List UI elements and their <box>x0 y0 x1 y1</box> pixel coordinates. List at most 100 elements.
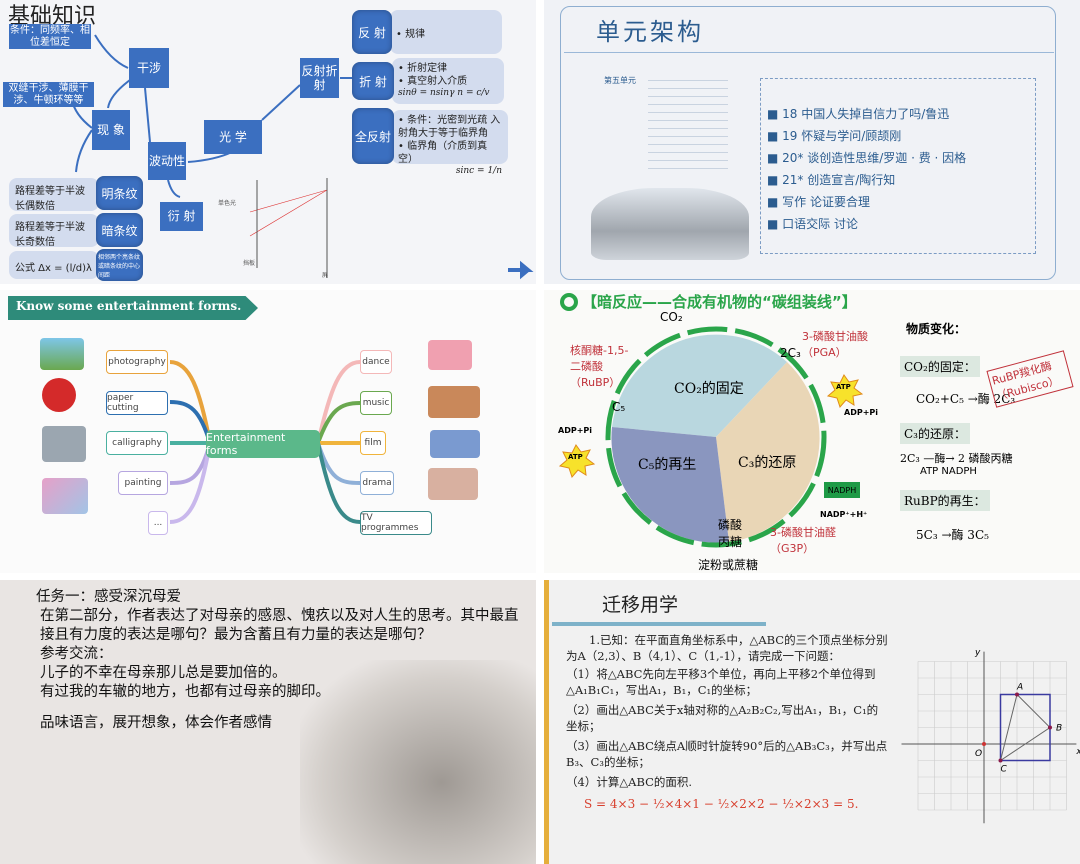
rubisco-note: RuBP羧化酶（Rubisco） <box>986 350 1074 408</box>
slide-transfer-learning: 迁移用学 1.已知：在平面直角坐标系中，△ABC的三个顶点坐标分别为A（2,3）… <box>544 580 1080 864</box>
total-formula: sinc = 1/n <box>455 166 502 176</box>
node-tv[interactable]: TV programmes <box>360 511 432 535</box>
painting-image <box>42 478 88 514</box>
fixation-sector <box>612 334 787 437</box>
calvin-cycle <box>558 326 864 548</box>
total-item: 临界角（介质到真空） <box>398 141 488 165</box>
lesson-label: 写作 论证要合理 <box>782 195 870 209</box>
diagram-light-label: 单色光 <box>218 200 237 207</box>
problem-intro: 1.已知：在平面直角坐标系中，△ABC的三个顶点坐标分别为A（2,3）、B（4,… <box>566 633 888 663</box>
question-2: （2）画出△ABC关于x轴对称的△A₂B₂C₂,写出A₁，B₁，C₁的坐标； <box>566 703 879 733</box>
node-calligraphy[interactable]: calligraphy <box>106 431 168 455</box>
adp-left: ADP+Pi <box>558 426 593 435</box>
quote-1: 儿子的不幸在母亲那儿总是要加倍的。 <box>40 665 287 681</box>
slide-title: 单元架构 <box>596 18 704 46</box>
reference-label: 参考交流： <box>40 646 113 662</box>
lesson-label: 18 中国人失掉自信力了吗/鲁迅 <box>782 107 950 121</box>
lesson-label: 口语交际 讨论 <box>782 217 858 231</box>
question-1: （1）将△ABC先向左平移3个单位，再向上平移2个单位得到△A₁B₁C₁，写出A… <box>566 667 876 697</box>
paper-cutting-image <box>42 378 76 412</box>
adp-right: ADP+Pi <box>844 408 879 417</box>
reduction-sector <box>716 362 820 542</box>
formula-desc: 公式 Δx = (l/d)λ <box>9 251 99 279</box>
atp-burst-left <box>558 444 596 478</box>
co2-input: CO₂ <box>660 310 683 324</box>
frame <box>560 6 1056 280</box>
ink-painting <box>300 660 536 864</box>
point-label-b: B <box>1056 724 1062 734</box>
coordinate-graph: xyOABC <box>901 648 1080 824</box>
reflection-label: 反 射 <box>352 10 392 54</box>
photography-image <box>40 338 84 370</box>
node-film[interactable]: film <box>360 431 386 455</box>
fixation-heading: CO₂的固定： <box>900 356 980 377</box>
point-label-a: A <box>1016 683 1023 693</box>
node-painting[interactable]: painting <box>118 471 168 495</box>
lesson-label: 21* 创造宣言/陶行知 <box>782 173 896 187</box>
side-title: 物质变化： <box>906 322 967 336</box>
refraction-panel: • 折射定律 • 真空射入介质 sinθ = nsinγ n = c/v <box>392 58 504 104</box>
fixation-label: CO₂的固定 <box>674 381 744 397</box>
lesson-item[interactable]: ■ 写作 论证要合理 <box>767 195 870 209</box>
node-music[interactable]: music <box>360 391 392 415</box>
reduction-equation: 2C₃ —酶→ 2 磷酸丙糖 <box>900 452 1013 465</box>
total-reflection-panel: • 条件：光密到光疏 入射角大于等于临界角 • 临界角（介质到真空） sinc … <box>392 110 508 176</box>
fixation-equation: CO₂+C₅ →酶 2C₃ <box>916 392 1016 406</box>
g3p-label: 3-磷酸甘油醛（G3P） <box>770 526 836 555</box>
diagram-screen-label: 屏 <box>322 272 329 279</box>
node-more[interactable]: ... <box>148 511 168 535</box>
starch-label: 淀粉或蔗糖 <box>698 558 759 572</box>
triose-label: 磷酸丙糖 <box>718 518 743 549</box>
lesson-item[interactable]: ■ 口语交际 讨论 <box>767 217 858 231</box>
lesson-item[interactable]: ■ 20* 谈创造性思维/罗迦 · 费 · 因格 <box>767 151 967 165</box>
lesson-label: 20* 谈创造性思维/罗迦 · 费 · 因格 <box>782 151 967 165</box>
regeneration-heading: RuBP的再生： <box>900 490 990 511</box>
condition-box: 条件：同频率、相位差恒定 <box>9 24 91 49</box>
title-divider <box>564 52 1054 53</box>
total-item: 条件：光密到光疏 入射角大于等于临界角 <box>398 115 501 139</box>
refraction-item: 真空射入介质 <box>407 76 468 87</box>
node-drama[interactable]: drama <box>360 471 394 495</box>
title-banner <box>8 296 258 320</box>
atp-right: ATP <box>836 383 851 391</box>
reflect-refract-box: 反射折射 <box>300 58 339 98</box>
x-axis-label: x <box>1075 747 1080 757</box>
nadp-label: NADP⁺+H⁺ <box>820 510 868 519</box>
connector-arrows <box>71 34 534 280</box>
problem-text: 1.已知：在平面直角坐标系中，△ABC的三个顶点坐标分别为A（2,3）、B（4,… <box>566 632 888 812</box>
left-accent-bar <box>544 580 549 864</box>
lesson-item[interactable]: ■ 18 中国人失掉自信力了吗/鲁迅 <box>767 107 950 121</box>
slide-title: 迁移用学 <box>602 594 679 616</box>
node-dance[interactable]: dance <box>360 350 392 374</box>
center-node[interactable]: Entertainment forms <box>206 430 320 458</box>
slide-optics: 基础知识 条件：同频率、相位差恒定 干涉 双缝干涉、薄膜干涉、牛顿环等等 现 象… <box>0 0 536 284</box>
slide-entertainment: Know some entertainment forms. Entertain… <box>0 290 536 573</box>
slide-dark-reaction: 【暗反应——合成有机物的“碳组装线”】 CO₂ CO₂的固定 C₃的还原 C₅的… <box>544 290 1080 573</box>
node-paper-cutting[interactable]: paper cutting <box>106 391 168 415</box>
origin-label: O <box>975 749 982 759</box>
atp-left: ATP <box>568 453 583 461</box>
diffraction-box: 衍 射 <box>160 202 203 231</box>
pga-label: 3-磷酸甘油酸（PGA） <box>802 330 868 359</box>
reflection-panel: • 规律 <box>390 10 502 54</box>
slide-unit-structure: 单元架构 第五单元 ■ 18 中国人失掉自信力了吗/鲁迅 ■ 19 怀疑与学问/… <box>544 0 1080 284</box>
quote-2: 有过我的车辙的地方，也都有过母亲的脚印。 <box>40 684 330 700</box>
point-a <box>1015 692 1019 697</box>
lesson-item[interactable]: ■ 19 怀疑与学问/顾颉刚 <box>767 129 902 143</box>
regeneration-label: C₅的再生 <box>638 457 697 473</box>
bright-desc: 路程差等于半波长偶数倍 <box>9 178 99 212</box>
lesson-item[interactable]: ■ 21* 创造宣言/陶行知 <box>767 173 896 187</box>
atp-burst-right <box>826 374 864 408</box>
music-image <box>428 386 480 418</box>
node-photography[interactable]: photography <box>106 350 168 374</box>
question-3: （3）画出△ABC绕点A顺时针旋转90°后的△AB₃C₃，并写出点B₃、C₃的坐… <box>566 739 888 769</box>
task-title: 任务一：感受深沉母爱 <box>36 589 181 605</box>
title-ring-icon <box>560 293 578 311</box>
regeneration-sector <box>611 427 729 543</box>
calligraphy-image <box>42 426 86 462</box>
slide-title: 【暗反应——合成有机物的“碳组装线”】 <box>582 293 857 311</box>
slide-title: Know some entertainment forms. <box>16 299 242 313</box>
drama-image <box>428 468 478 500</box>
lesson-label: 19 怀疑与学问/顾颉刚 <box>782 129 902 143</box>
total-reflection-label: 全反射 <box>352 108 394 164</box>
